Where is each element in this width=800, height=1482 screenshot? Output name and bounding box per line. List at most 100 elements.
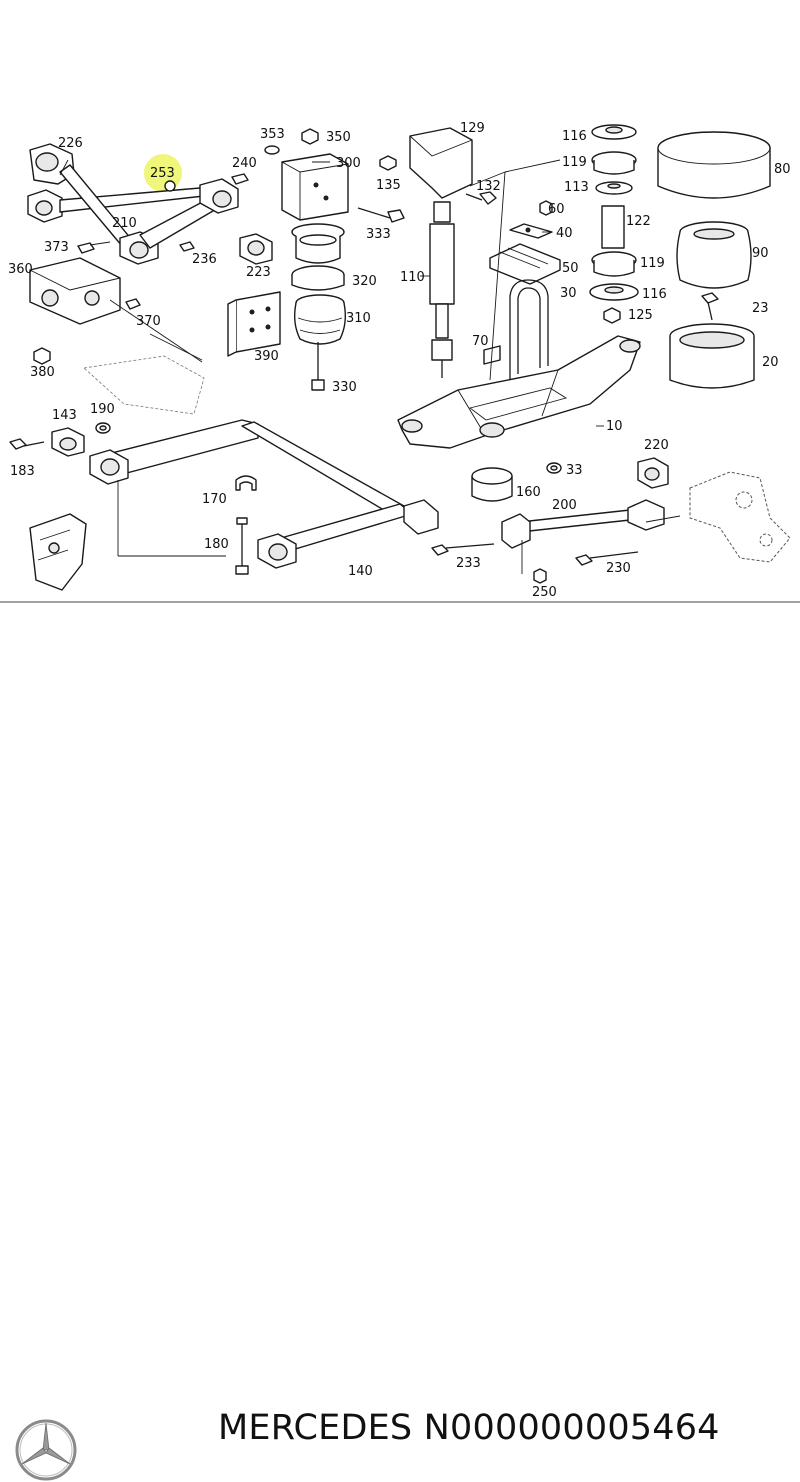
label-116b: 116 — [642, 287, 667, 302]
label-380: 380 — [30, 365, 55, 380]
label-183: 183 — [10, 464, 35, 479]
brand-name: MERCEDES — [218, 1408, 413, 1448]
bolt-233[interactable] — [431, 543, 495, 556]
label-122: 122 — [626, 214, 651, 229]
bolt-370[interactable] — [125, 298, 141, 310]
shock-absorber-110[interactable] — [429, 201, 455, 378]
label-390: 390 — [254, 349, 279, 364]
label-230: 230 — [606, 561, 631, 576]
label-140: 140 — [348, 564, 373, 579]
knuckle-outline — [689, 471, 791, 563]
label-373: 373 — [44, 240, 69, 255]
washer-113[interactable] — [595, 181, 633, 195]
label-160: 160 — [516, 485, 541, 500]
nut-125[interactable] — [603, 307, 621, 324]
washer-116-top[interactable] — [591, 124, 637, 140]
part-number: N000000005464 — [423, 1408, 720, 1448]
label-10: 10 — [606, 419, 623, 434]
bushing-220[interactable] — [637, 457, 669, 489]
subframe-outline — [83, 299, 205, 415]
washer-135[interactable] — [379, 155, 397, 171]
label-333: 333 — [366, 227, 391, 242]
bolt-183[interactable] — [9, 438, 45, 450]
part-labels: 226 253 240 210 373 236 223 360 370 380 … — [8, 121, 791, 600]
bracket-360[interactable] — [29, 257, 121, 325]
washer-33[interactable] — [546, 462, 562, 474]
bolt-333[interactable] — [357, 207, 405, 223]
exploded-parts-diagram: 226 253 240 210 373 236 223 360 370 380 … — [0, 121, 800, 603]
label-190: 190 — [90, 402, 115, 417]
label-50: 50 — [562, 261, 579, 276]
sleeve-122[interactable] — [601, 205, 625, 249]
track-rod-200[interactable] — [501, 499, 665, 574]
u-bolt-30[interactable] — [509, 279, 549, 380]
upper-control-arm[interactable] — [27, 143, 249, 265]
nut-60[interactable] — [539, 200, 553, 216]
trailing-arm-140[interactable] — [89, 419, 439, 569]
label-33: 33 — [566, 463, 583, 478]
label-253: 253 — [150, 166, 175, 181]
bump-stop-310[interactable] — [293, 294, 347, 345]
label-129: 129 — [460, 121, 485, 136]
label-300: 300 — [336, 156, 361, 171]
bushing-160[interactable] — [471, 467, 513, 502]
label-320: 320 — [352, 274, 377, 289]
label-350: 350 — [326, 130, 351, 145]
label-143: 143 — [52, 408, 77, 423]
clip-170[interactable] — [235, 475, 257, 491]
label-310: 310 — [346, 311, 371, 326]
nut-350[interactable] — [301, 128, 319, 145]
label-135: 135 — [376, 178, 401, 193]
bolt-132[interactable] — [465, 191, 497, 205]
label-125: 125 — [628, 308, 653, 323]
label-30: 30 — [560, 286, 577, 301]
label-23: 23 — [752, 301, 769, 316]
washer-116-bottom[interactable] — [589, 283, 639, 301]
bushing-143[interactable] — [51, 427, 85, 457]
label-180: 180 — [204, 537, 229, 552]
label-360: 360 — [8, 262, 33, 277]
washer-353[interactable] — [264, 145, 280, 155]
spring-cup-20[interactable] — [669, 323, 755, 389]
label-70: 70 — [472, 334, 489, 349]
bracket-300[interactable] — [281, 153, 349, 221]
label-226: 226 — [58, 136, 83, 151]
product-footer: MERCEDES N000000005464 — [0, 700, 800, 1481]
bolt-330[interactable] — [311, 342, 325, 391]
label-113: 113 — [564, 180, 589, 195]
label-250: 250 — [532, 585, 557, 600]
label-132: 132 — [476, 179, 501, 194]
nut-380[interactable] — [33, 347, 51, 365]
label-330: 330 — [332, 380, 357, 395]
plate-40[interactable] — [509, 223, 553, 239]
label-170: 170 — [202, 492, 227, 507]
bump-stop-upper[interactable] — [291, 223, 345, 264]
label-223: 223 — [246, 265, 271, 280]
label-353: 353 — [260, 127, 285, 142]
label-116a: 116 — [562, 129, 587, 144]
bump-stop-320[interactable] — [291, 265, 345, 291]
bushing-119-top[interactable] — [591, 151, 637, 175]
bolt-180[interactable] — [235, 517, 249, 575]
spring-rubber-80[interactable] — [657, 131, 771, 199]
bolt-230[interactable] — [575, 551, 639, 566]
label-236: 236 — [192, 252, 217, 267]
plate-390[interactable] — [227, 291, 281, 357]
label-40: 40 — [556, 226, 573, 241]
label-110: 110 — [400, 270, 425, 285]
bolt-23[interactable] — [701, 292, 719, 321]
label-233: 233 — [456, 556, 481, 571]
shock-mount-129[interactable] — [409, 127, 473, 199]
bushing-119-bottom[interactable] — [591, 251, 637, 277]
saddle-50[interactable] — [489, 243, 561, 285]
nut-250[interactable] — [533, 568, 547, 584]
bracket-left-frame — [29, 480, 226, 591]
bushing-223[interactable] — [239, 233, 273, 265]
mercedes-star-icon — [15, 1419, 77, 1481]
spring-rubber-90[interactable] — [676, 221, 752, 289]
washer-190[interactable] — [95, 422, 111, 434]
label-119b: 119 — [640, 256, 665, 271]
leader-lines — [312, 159, 681, 523]
label-370: 370 — [136, 314, 161, 329]
axle-carrier-10[interactable] — [397, 335, 641, 449]
